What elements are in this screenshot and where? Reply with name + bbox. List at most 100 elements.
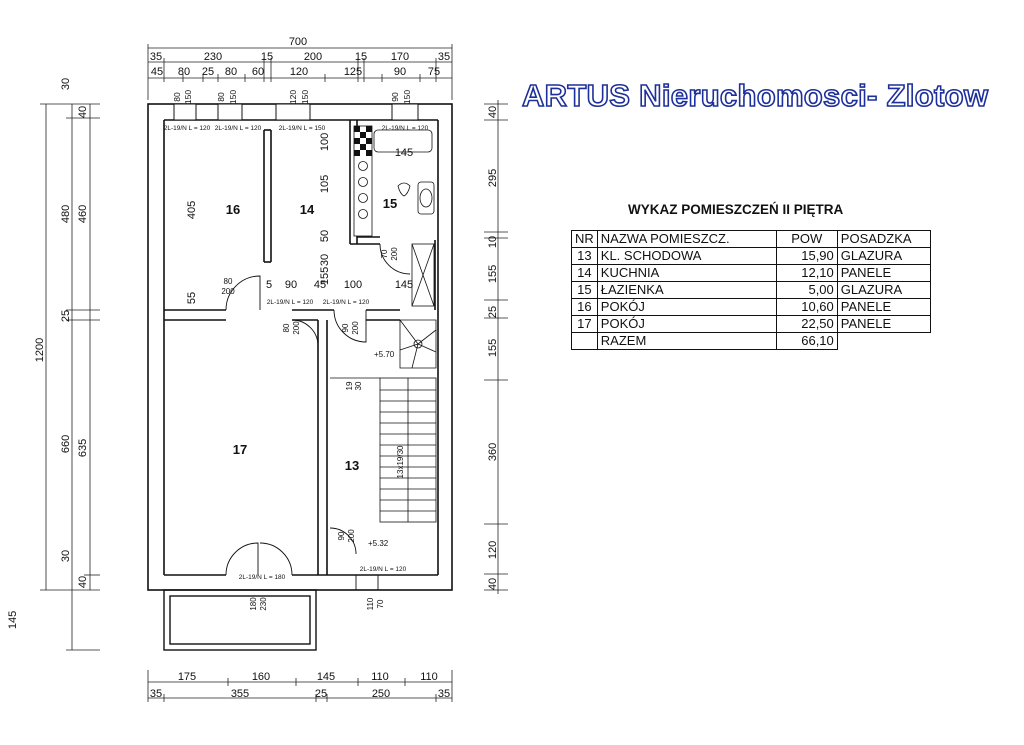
table-row: 13 KL. SCHODOWA 15,90 GLAZURA bbox=[571, 247, 931, 265]
right-dimension-lines bbox=[484, 100, 508, 594]
cell-floor: GLAZURA bbox=[836, 281, 931, 299]
cell-name: ŁAZIENKA bbox=[596, 281, 777, 299]
cell-name: POKÓJ bbox=[596, 315, 777, 333]
dim-label: 35 bbox=[150, 688, 162, 700]
dim-label: 170 bbox=[391, 51, 409, 63]
dim-label: 145 bbox=[395, 147, 413, 159]
level-marks: +5.70 +5.32 bbox=[368, 350, 395, 548]
dim-bottom-row2: 35 355 25 250 35 bbox=[150, 688, 450, 700]
table-row: 16 POKÓJ 10,60 PANELE bbox=[571, 298, 931, 316]
window bbox=[391, 103, 419, 121]
door-label: 200 bbox=[390, 247, 399, 261]
window bbox=[217, 103, 243, 121]
dim-label: 45 bbox=[314, 279, 326, 291]
kitchen-counter-hatch bbox=[354, 126, 372, 156]
cell-area: 22,50 bbox=[775, 315, 838, 333]
door-label: 200 bbox=[347, 529, 356, 543]
dim-label: 25 bbox=[487, 306, 499, 318]
door-swing bbox=[259, 542, 293, 576]
table-title: WYKAZ POMIESZCZEŃ II PIĘTRA bbox=[628, 202, 844, 217]
door-swing bbox=[333, 309, 367, 343]
door-label: 200 bbox=[351, 321, 360, 335]
door-swings bbox=[225, 243, 411, 590]
door-label: 80 bbox=[282, 323, 291, 332]
dim-label: 15 bbox=[261, 51, 273, 63]
room-number: 13 bbox=[345, 458, 359, 473]
cell-nr: 15 bbox=[571, 281, 598, 299]
shower bbox=[411, 243, 435, 307]
dim-label: 80 bbox=[178, 66, 190, 78]
top-window-labels: 80 150 80 150 120 150 90 150 bbox=[172, 90, 412, 104]
header-name: NAZWA POMIESZCZ. bbox=[596, 230, 777, 248]
dim-label: 295 bbox=[487, 169, 499, 187]
dim-label: 60 bbox=[252, 66, 264, 78]
dim-label: 90 bbox=[285, 279, 297, 291]
door-label: 200 bbox=[292, 321, 301, 335]
dim-label: 405 bbox=[186, 201, 198, 219]
table-row: 17 POKÓJ 22,50 PANELE bbox=[571, 315, 931, 333]
dim-label: 145 bbox=[395, 279, 413, 291]
door-label: 200 bbox=[221, 287, 235, 296]
cell-nr: 13 bbox=[571, 247, 598, 265]
door-label: 80 bbox=[224, 277, 233, 286]
cell-area: 15,90 bbox=[775, 247, 838, 265]
stair-label: 19 bbox=[345, 381, 354, 390]
stair-labels: 13x19/30 19 30 bbox=[345, 381, 405, 478]
window-label: 150 bbox=[402, 90, 412, 104]
dim-top-row2: 45 80 25 80 60 120 125 90 75 bbox=[151, 66, 440, 78]
dim-label: 250 bbox=[372, 688, 390, 700]
dim-top-row1: 35 230 15 200 15 170 35 bbox=[150, 51, 450, 63]
dim-label: 105 bbox=[319, 175, 331, 193]
dim-label: 55 bbox=[186, 292, 198, 304]
dim-label: 90 bbox=[394, 66, 406, 78]
dim-label: 635 bbox=[77, 439, 89, 457]
dim-label: 80 bbox=[225, 66, 237, 78]
dim-label: 10 bbox=[487, 236, 499, 248]
dim-label: 35 bbox=[438, 51, 450, 63]
cell-nr: 16 bbox=[571, 298, 598, 316]
dim-right: 40 295 10 155 25 155 360 120 40 bbox=[487, 106, 499, 590]
total-label: RAZEM bbox=[596, 332, 777, 350]
dim-label: 145 bbox=[317, 671, 335, 683]
door-label: 70 bbox=[380, 249, 389, 258]
dim-label: 660 bbox=[60, 435, 72, 453]
dim-label: 110 bbox=[371, 671, 389, 683]
dim-label: 120 bbox=[290, 66, 308, 78]
dim-overall-top: 700 bbox=[289, 36, 307, 48]
dim-label: 480 bbox=[60, 205, 72, 223]
cell-area: 10,60 bbox=[775, 298, 838, 316]
dim-label: 40 bbox=[77, 106, 89, 118]
dim-label: 25 bbox=[202, 66, 214, 78]
dim-label: 460 bbox=[77, 205, 89, 223]
door-label: 70 bbox=[376, 599, 385, 608]
door-swing bbox=[379, 243, 411, 275]
dim-label: 120 bbox=[487, 541, 499, 559]
lintel-label: 2L-19/N L = 120 bbox=[323, 299, 370, 306]
lintel-label: 2L-19/N L = 120 bbox=[267, 299, 314, 306]
dim-label: 100 bbox=[344, 279, 362, 291]
dim-label: 40 bbox=[487, 106, 499, 118]
door-swing bbox=[329, 527, 357, 555]
brand-title: ARTUS Nieruchomosci- Zlotow bbox=[521, 77, 989, 114]
door-swing bbox=[225, 275, 261, 311]
dim-label: 155 bbox=[487, 339, 499, 357]
window-label: 150 bbox=[228, 90, 238, 104]
header-nr: NR bbox=[571, 230, 598, 248]
dim-label: 45 bbox=[151, 66, 163, 78]
dim-label: 160 bbox=[252, 671, 270, 683]
top-dimension-lines bbox=[147, 44, 453, 100]
dim-label: 30 bbox=[319, 254, 331, 266]
bottom-dimension-lines bbox=[147, 670, 453, 702]
dim-label: 35 bbox=[438, 688, 450, 700]
header-floor: POSADZKA bbox=[836, 230, 931, 248]
interior-dimensions: 405 55 100 105 50 30 155 145 145 5 90 45… bbox=[186, 133, 413, 304]
table-row: 14 KUCHNIA 12,10 PANELE bbox=[571, 264, 931, 282]
dim-label: 5 bbox=[266, 279, 272, 291]
dim-label: 110 bbox=[420, 671, 438, 683]
dim-bottom-row1: 175 160 145 110 110 bbox=[178, 671, 438, 683]
lintel-label: 2L-19/N L = 120 bbox=[360, 566, 407, 573]
door-label: 180 bbox=[249, 597, 258, 611]
dim-label: 155 bbox=[319, 267, 331, 285]
cell-name: KL. SCHODOWA bbox=[596, 247, 777, 265]
dim-left: 1200 30 480 25 660 145 40 460 635 30 40 bbox=[7, 78, 89, 629]
